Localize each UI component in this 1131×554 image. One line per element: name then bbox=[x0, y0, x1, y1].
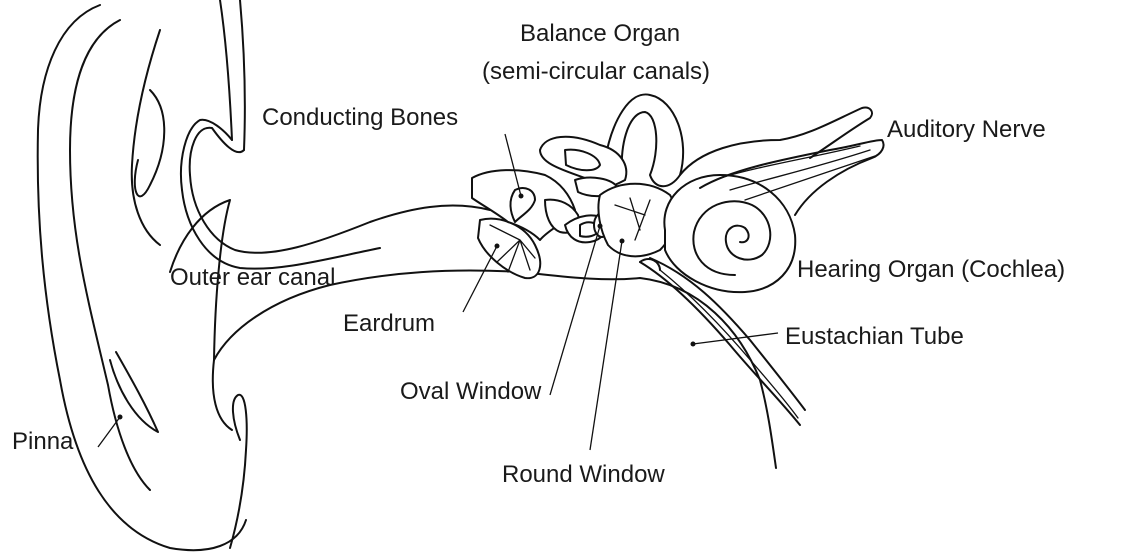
cochlea-shape bbox=[664, 175, 795, 292]
label-oval-window: Oval Window bbox=[400, 378, 541, 406]
label-eardrum: Eardrum bbox=[343, 310, 435, 338]
leader-dot-eardrum bbox=[495, 244, 500, 249]
label-auditory-nerve: Auditory Nerve bbox=[887, 116, 1046, 144]
leader-round-window bbox=[590, 241, 622, 450]
label-balance-organ: Balance Organ bbox=[520, 20, 680, 48]
leader-dot-round-window bbox=[620, 239, 625, 244]
label-outer-ear-canal: Outer ear canal bbox=[170, 264, 335, 292]
leader-eardrum bbox=[463, 246, 497, 312]
leader-dot-eustachian-tube bbox=[691, 342, 696, 347]
label-round-window: Round Window bbox=[502, 461, 665, 489]
leader-pinna bbox=[98, 417, 120, 447]
leader-oval-window bbox=[550, 226, 600, 395]
label-semicircular-canals: (semi-circular canals) bbox=[482, 58, 710, 86]
leader-dot-pinna bbox=[118, 415, 123, 420]
label-eustachian-tube: Eustachian Tube bbox=[785, 323, 964, 351]
label-hearing-organ: Hearing Organ (Cochlea) bbox=[797, 256, 1065, 284]
label-pinna: Pinna bbox=[12, 428, 73, 456]
leader-dot-oval-window bbox=[598, 224, 603, 229]
leader-dot-conducting-bones bbox=[519, 194, 524, 199]
label-conducting-bones: Conducting Bones bbox=[262, 104, 458, 132]
